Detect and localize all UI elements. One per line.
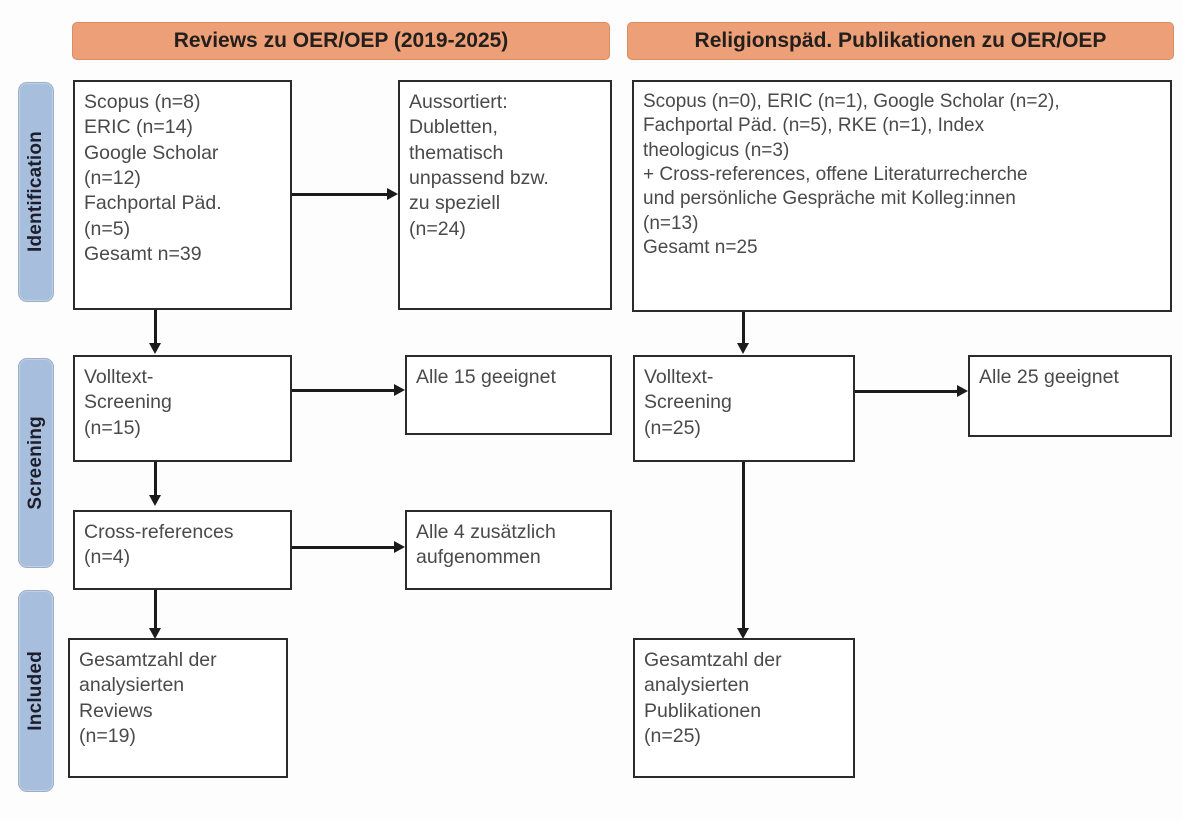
box-line: (n=25) bbox=[644, 416, 701, 439]
box-reviews-screening: Volltext- Screening (n=15) bbox=[73, 355, 292, 462]
box-reviews-crossref: Cross-references (n=4) bbox=[73, 510, 292, 590]
arrowhead-reviews-screening-to-result bbox=[394, 384, 405, 396]
box-religionspaed-included: Gesamtzahl der analysierten Publikatione… bbox=[633, 638, 855, 778]
box-line: Alle 4 zusätzlich bbox=[416, 521, 556, 543]
box-line: Fachportal Päd. bbox=[84, 192, 222, 215]
connector-religionspaed-screening-to-included bbox=[742, 462, 745, 630]
box-line: thematisch bbox=[409, 141, 504, 164]
box-line: (n=13) bbox=[643, 212, 699, 234]
box-line: Google Scholar bbox=[84, 141, 219, 164]
stage-label-identification: Identification bbox=[25, 131, 46, 253]
arrowhead-religionspaed-screening-to-included bbox=[737, 628, 749, 639]
box-line: (n=5) bbox=[84, 217, 131, 240]
box-line: zu speziell bbox=[409, 192, 501, 215]
box-line: (n=4) bbox=[84, 546, 131, 569]
box-line: Gesamt n=39 bbox=[84, 243, 202, 266]
box-line: Alle 15 geeignet bbox=[416, 366, 556, 388]
box-line: Cross-references bbox=[84, 521, 234, 543]
box-line: ERIC (n=14) bbox=[84, 116, 193, 139]
arrowhead-reviews-identification-to-screening bbox=[149, 343, 161, 354]
box-line: Gesamtzahl der bbox=[644, 649, 782, 671]
connector-reviews-screening-to-crossref bbox=[154, 462, 157, 497]
column-header-religionspaed-label: Religionspäd. Publikationen zu OER/OEP bbox=[694, 29, 1107, 52]
box-religionspaed-screening: Volltext- Screening (n=25) bbox=[633, 355, 855, 462]
box-reviews-included: Gesamtzahl der analysierten Reviews (n=1… bbox=[68, 638, 288, 778]
connector-religionspaed-screening-to-result bbox=[855, 390, 957, 393]
box-line: theologicus (n=3) bbox=[643, 139, 790, 161]
connector-reviews-screening-to-result bbox=[292, 389, 394, 392]
box-line: (n=12) bbox=[84, 167, 141, 190]
connector-reviews-crossref-to-result bbox=[292, 546, 394, 549]
box-line: Scopus (n=0), ERIC (n=1), Google Scholar… bbox=[643, 91, 1060, 112]
box-line: analysierten bbox=[644, 674, 750, 697]
stage-pill-screening: Screening bbox=[18, 358, 54, 568]
arrowhead-religionspaed-identification-to-screening bbox=[737, 343, 749, 354]
column-header-reviews-label: Reviews zu OER/OEP (2019-2025) bbox=[173, 29, 509, 52]
box-line: Publikationen bbox=[644, 699, 762, 722]
connector-reviews-identification-to-screening bbox=[154, 310, 157, 345]
box-line: aufgenommen bbox=[416, 546, 541, 569]
arrowhead-religionspaed-screening-to-result bbox=[957, 385, 968, 397]
box-line: Reviews bbox=[79, 699, 153, 722]
arrowhead-reviews-crossref-to-included bbox=[149, 628, 161, 639]
box-reviews-identification: Scopus (n=8) ERIC (n=14) Google Scholar … bbox=[73, 80, 292, 310]
connector-religionspaed-identification-to-screening bbox=[742, 312, 745, 345]
box-line: (n=15) bbox=[84, 416, 141, 439]
box-line: + Cross-references, offene Literaturrech… bbox=[643, 163, 1028, 185]
box-line: Alle 25 geeignet bbox=[979, 366, 1119, 388]
box-line: Dubletten, bbox=[409, 116, 498, 139]
box-line: Volltext- bbox=[84, 366, 154, 388]
arrowhead-reviews-screening-to-crossref bbox=[149, 495, 161, 506]
box-line: Aussortiert: bbox=[409, 91, 508, 113]
box-line: Gesamt n=25 bbox=[643, 236, 758, 258]
box-line: (n=24) bbox=[409, 217, 466, 240]
stage-label-screening: Screening bbox=[25, 416, 46, 510]
box-line: unpassend bzw. bbox=[409, 167, 549, 190]
stage-label-included: Included bbox=[25, 651, 46, 731]
box-line: (n=25) bbox=[644, 725, 701, 748]
box-religionspaed-identification: Scopus (n=0), ERIC (n=1), Google Scholar… bbox=[632, 80, 1172, 312]
stage-pill-included: Included bbox=[18, 590, 54, 792]
connector-reviews-crossref-to-included bbox=[154, 590, 157, 630]
box-line: Fachportal Päd. (n=5), RKE (n=1), Index bbox=[643, 115, 985, 137]
arrowhead-reviews-crossref-to-result bbox=[394, 541, 405, 553]
box-line: (n=19) bbox=[79, 725, 136, 748]
arrowhead-reviews-identification-to-excluded bbox=[387, 188, 398, 200]
box-reviews-excluded: Aussortiert: Dubletten, thematisch unpas… bbox=[398, 80, 612, 310]
box-line: Scopus (n=8) bbox=[84, 91, 201, 113]
stage-pill-identification: Identification bbox=[18, 82, 54, 302]
box-line: Volltext- bbox=[644, 366, 714, 388]
box-line: und persönliche Gespräche mit Kolleg:inn… bbox=[643, 188, 1016, 210]
box-line: Gesamtzahl der bbox=[79, 649, 217, 671]
box-religionspaed-screening-result: Alle 25 geeignet bbox=[968, 355, 1172, 437]
box-reviews-crossref-result: Alle 4 zusätzlich aufgenommen bbox=[405, 510, 612, 590]
box-reviews-screening-result: Alle 15 geeignet bbox=[405, 355, 612, 435]
box-line: analysierten bbox=[79, 674, 185, 697]
column-header-religionspaed: Religionspäd. Publikationen zu OER/OEP bbox=[627, 22, 1174, 60]
connector-reviews-identification-to-excluded bbox=[292, 193, 387, 196]
box-line: Screening bbox=[644, 391, 732, 414]
box-line: Screening bbox=[84, 391, 172, 414]
column-header-reviews: Reviews zu OER/OEP (2019-2025) bbox=[72, 22, 610, 60]
